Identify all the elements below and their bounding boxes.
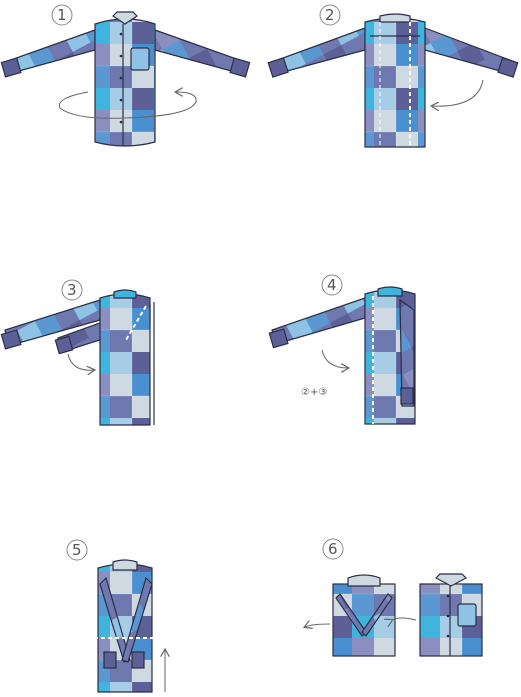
folded-cuff (54, 335, 74, 355)
flip-arrow (392, 617, 417, 620)
left-cuff (0, 57, 22, 78)
left-cuff (0, 329, 22, 350)
collar (347, 574, 381, 587)
step-1-badge (51, 4, 73, 26)
turn-over-arrow (58, 92, 197, 119)
back-collar (379, 13, 411, 23)
fold-sleeve-arrow (432, 79, 484, 106)
left-cuff (267, 57, 289, 78)
shirt-body (94, 18, 156, 147)
step-3-number: 3 (67, 281, 77, 299)
collar (435, 573, 467, 587)
folded-cuff (400, 387, 414, 405)
collar (113, 289, 137, 299)
step-1-number: 1 (57, 6, 67, 24)
collar (112, 11, 138, 25)
step-3-shirt (0, 289, 155, 426)
step-6-badge (322, 538, 344, 560)
step-2-badge (319, 4, 341, 26)
folded-right-sleeve (399, 298, 415, 407)
crossed-sleeve-right (361, 593, 393, 637)
crossed-sleeve-left (335, 593, 367, 637)
step-3-badge (61, 279, 83, 301)
left-cuff (268, 328, 289, 349)
shirt-back (364, 17, 426, 148)
collar (377, 286, 403, 297)
step-5-number: 5 (72, 541, 82, 559)
button (446, 614, 450, 618)
step-5-badge (66, 539, 88, 561)
button (119, 54, 123, 58)
pocket (130, 47, 150, 71)
crossed-sleeve-right (121, 576, 153, 663)
step-2-number: 2 (325, 6, 335, 24)
step-4-note: ②+③ (301, 387, 327, 398)
crossed-sleeve-left (99, 576, 131, 663)
step-4-shirt (268, 286, 416, 425)
step-4-number: 4 (327, 276, 337, 294)
turn-over-arrow (305, 624, 331, 627)
step-2-shirt (267, 13, 519, 148)
button (119, 120, 123, 124)
button (119, 32, 123, 36)
folded-shirt-back (332, 583, 396, 657)
step-5-shirt (97, 559, 153, 693)
step-6-back-view (332, 574, 396, 657)
pocket (457, 603, 477, 627)
right-cuff (131, 651, 145, 669)
collar (112, 559, 138, 571)
left-cuff (103, 651, 117, 669)
button (119, 98, 123, 102)
right-cuff (229, 57, 251, 78)
fold-arrow (321, 349, 348, 368)
step-6-front-view (419, 573, 483, 657)
step-1-shirt (0, 11, 251, 147)
button (119, 76, 123, 80)
step-4-badge (321, 274, 343, 296)
step-6-number: 6 (328, 540, 338, 558)
button (446, 634, 450, 638)
right-cuff (497, 57, 519, 78)
button (446, 594, 450, 598)
fold-arrow (67, 353, 94, 370)
